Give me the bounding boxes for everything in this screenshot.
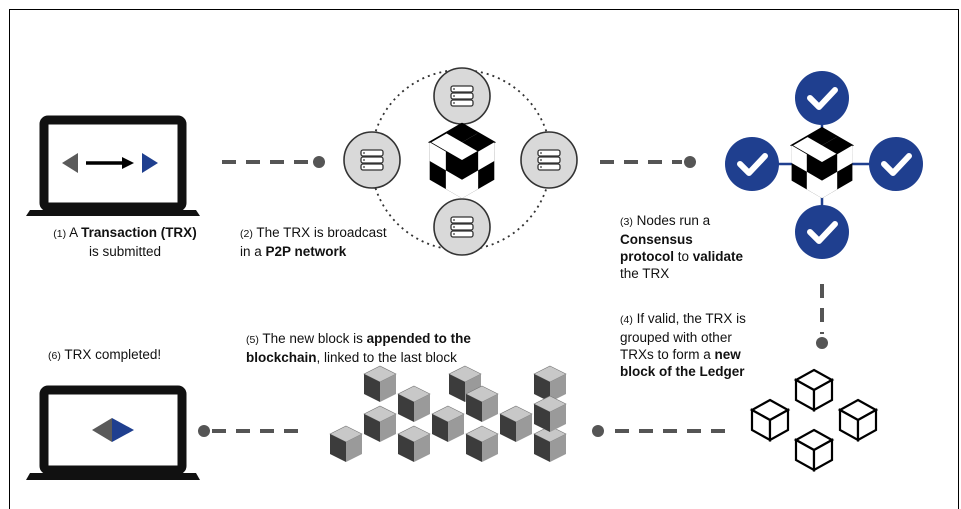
connector-1-2 — [222, 156, 325, 168]
step-4-line2: grouped with other — [620, 330, 732, 345]
step-2-bold: P2P network — [265, 244, 347, 259]
laptop-completed-icon — [26, 385, 200, 480]
connector-2-3 — [600, 156, 696, 168]
step-6-caption: (6) TRX completed! — [48, 346, 161, 365]
step-5-number: (5) — [246, 334, 259, 346]
step-6-number: (6) — [48, 350, 61, 362]
p2p-network-icon — [343, 67, 578, 256]
connector-5-6 — [198, 425, 298, 437]
step-3-mid: to — [674, 249, 693, 264]
step-3-line4: the TRX — [620, 266, 670, 281]
step-4-caption: (4) If valid, the TRX is grouped with ot… — [620, 310, 746, 380]
step-1-text: A — [69, 225, 82, 240]
step-3-bold3: validate — [692, 249, 744, 264]
blockchain-icon — [329, 365, 567, 463]
step-5-bold2: blockchain — [246, 350, 317, 365]
step-1-caption: (1) A Transaction (TRX) is submitted — [30, 224, 220, 260]
step-6-line1: TRX completed! — [64, 347, 162, 362]
step-3-number: (3) — [620, 216, 633, 228]
connector-4-5 — [592, 425, 725, 437]
step-3-line1: Nodes run a — [636, 213, 711, 228]
step-4-line3: TRXs to form a — [620, 347, 715, 362]
connector-3-4 — [816, 284, 828, 349]
step-4-number: (4) — [620, 314, 633, 326]
laptop-submit-icon — [26, 115, 200, 216]
step-2-caption: (2) The TRX is broadcast in a P2P networ… — [240, 224, 387, 260]
step-1-bold: Transaction (TRX) — [81, 225, 197, 240]
step-5-line1: The new block is — [262, 331, 367, 346]
step-1-line2: is submitted — [88, 244, 162, 259]
new-block-icon — [750, 368, 878, 472]
step-3-caption: (3) Nodes run a Consensus protocol to va… — [620, 212, 743, 282]
step-5-bold1: appended to the — [366, 331, 471, 346]
step-4-bold3: new — [714, 347, 741, 362]
step-4-bold4: block of the Ledger — [620, 364, 745, 379]
consensus-validation-icon — [725, 71, 923, 259]
step-5-post2: , linked to the last block — [316, 350, 457, 365]
step-4-line1: If valid, the TRX is — [636, 311, 746, 326]
step-2-line1: The TRX is broadcast — [256, 225, 387, 240]
step-2-number: (2) — [240, 228, 253, 240]
step-3-bold2: protocol — [620, 249, 674, 264]
step-3-bold1: Consensus — [620, 232, 693, 247]
step-1-number: (1) — [53, 228, 67, 240]
step-5-caption: (5) The new block is appended to the blo… — [246, 330, 471, 366]
step-2-line2: in a — [240, 244, 266, 259]
diagram-frame — [9, 9, 959, 509]
diagram-canvas — [26, 67, 961, 480]
